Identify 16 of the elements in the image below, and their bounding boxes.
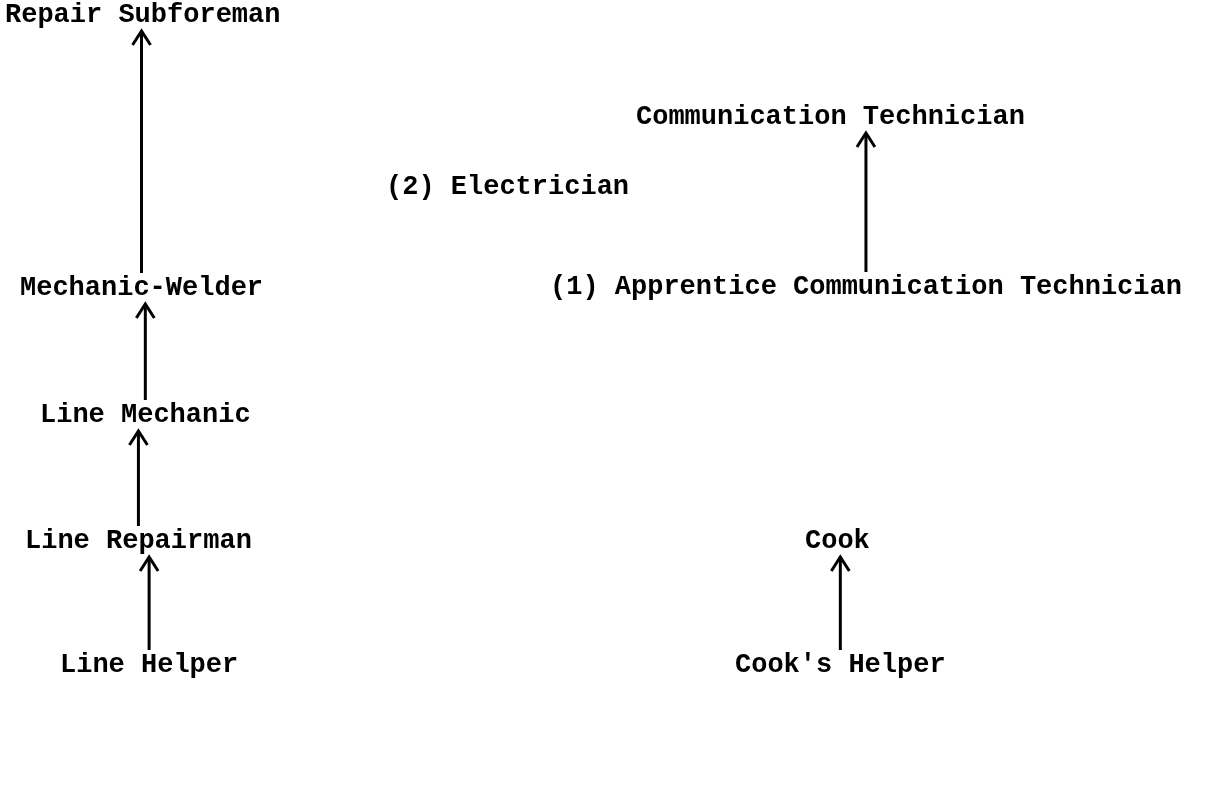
job-title: Communication Technician (636, 104, 1025, 131)
arrow (134, 302, 156, 400)
arrow (131, 29, 152, 273)
job-title: (2) Electrician (386, 174, 630, 201)
job-title: Mechanic-Welder (20, 275, 264, 302)
job-title: Line Helper (60, 652, 239, 679)
job-title: Cook's Helper (735, 652, 946, 679)
job-title: (1) Apprentice Communication Technician (550, 274, 1182, 301)
arrow (127, 429, 149, 526)
job-title: Line Mechanic (40, 402, 251, 429)
job-title: Cook (805, 528, 870, 555)
arrow (855, 131, 877, 272)
arrow (138, 555, 160, 650)
job-title: Repair Subforeman (5, 2, 281, 29)
job-title: Line Repairman (25, 528, 252, 555)
arrow (829, 555, 851, 650)
